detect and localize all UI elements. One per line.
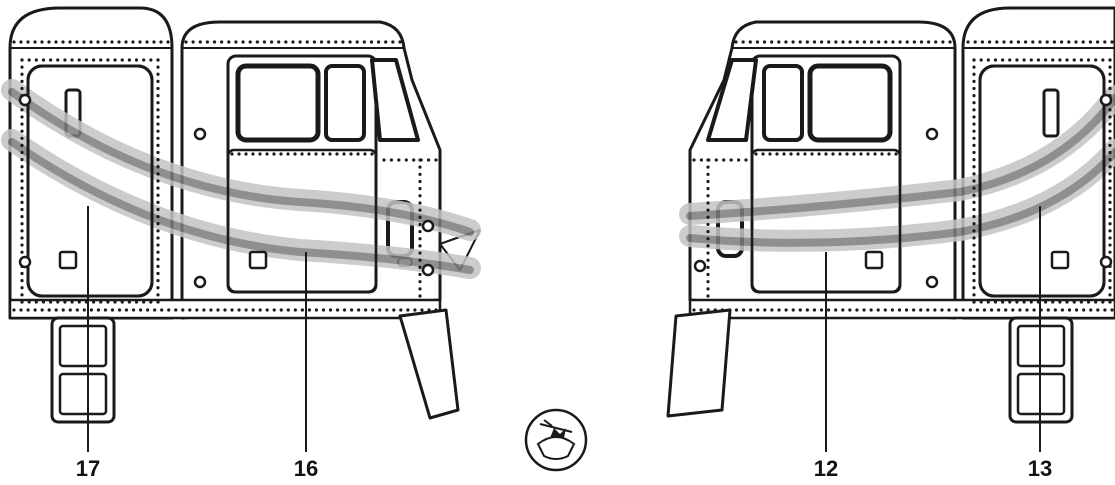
part-number-13: 13 [1027, 456, 1053, 481]
rivets [12, 40, 1114, 312]
left-mudflap [398, 308, 460, 420]
decal-symbol-icon [524, 408, 588, 472]
part-number-16: 16 [293, 456, 319, 481]
right-mudflap [666, 308, 732, 418]
left-stripe-decal [1, 79, 481, 279]
part-number-17: 17 [75, 456, 101, 481]
part-number-12: 12 [813, 456, 839, 481]
leader-lines [87, 206, 1041, 452]
right-stripe-decal [679, 85, 1115, 252]
